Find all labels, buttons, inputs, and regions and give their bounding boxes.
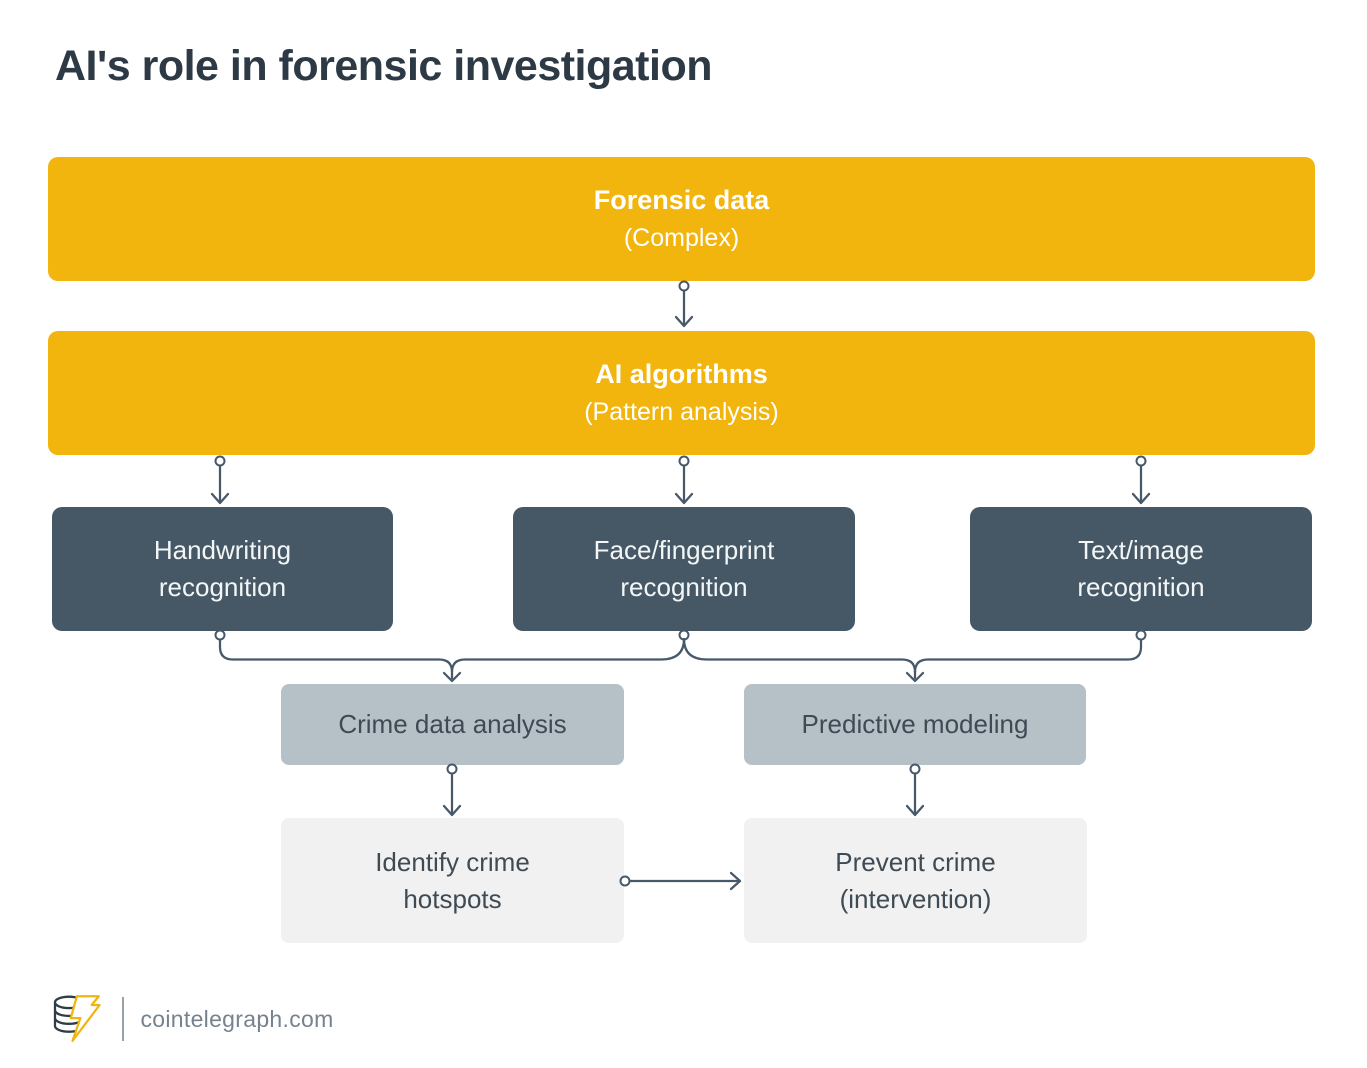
node-identify-crime-hotspots: Identify crime hotspots [281, 818, 624, 943]
footer: cointelegraph.com [48, 988, 334, 1050]
node-ai-algorithms-subtitle: (Pattern analysis) [584, 398, 779, 426]
node-prevent-crime-label: Prevent crime (intervention) [835, 846, 996, 914]
node-predictive-modeling: Predictive modeling [744, 684, 1086, 765]
page-title: AI's role in forensic investigation [55, 42, 712, 90]
node-crime-data-analysis-label: Crime data analysis [338, 709, 567, 739]
footer-site-label: cointelegraph.com [140, 1005, 334, 1032]
connector-forensic-to-ai-arrow [674, 280, 694, 328]
node-handwriting-recognition: Handwriting recognition [52, 507, 393, 631]
node-forensic-data-subtitle: (Complex) [623, 224, 740, 252]
node-prevent-crime: Prevent crime (intervention) [744, 818, 1087, 943]
cointelegraph-logo-icon [53, 995, 101, 1043]
connector-ai-to-text-image-arrow [1131, 455, 1151, 505]
node-face-fingerprint-recognition-label: Face/fingerprint recognition [593, 535, 775, 602]
node-ai-algorithms: AI algorithms (Pattern analysis) [48, 331, 1315, 455]
lightning-bolt-icon [69, 995, 101, 1043]
connector-ai-to-handwriting-arrow [210, 455, 230, 505]
connector-hotspots-to-prevent-arrow [619, 871, 742, 891]
connector-merge-to-predictive-modeling [678, 629, 1147, 683]
node-forensic-data-title: Forensic data [593, 185, 770, 215]
node-ai-algorithms-title: AI algorithms [595, 359, 768, 389]
node-crime-data-analysis: Crime data analysis [281, 684, 624, 765]
node-predictive-modeling-label: Predictive modeling [801, 709, 1029, 739]
connector-ai-to-face-fingerprint-arrow [674, 455, 694, 505]
connector-analysis-to-hotspots-arrow [442, 763, 462, 817]
node-identify-crime-hotspots-label: Identify crime hotspots [375, 846, 530, 914]
node-face-fingerprint-recognition: Face/fingerprint recognition [513, 507, 855, 631]
connector-modeling-to-prevent-arrow [905, 763, 925, 817]
connector-merge-to-crime-data-analysis [214, 629, 686, 683]
node-handwriting-recognition-label: Handwriting recognition [153, 535, 292, 602]
node-text-image-recognition-label: Text/image recognition [1077, 535, 1205, 602]
node-text-image-recognition: Text/image recognition [970, 507, 1312, 631]
footer-divider [122, 997, 124, 1041]
node-forensic-data: Forensic data (Complex) [48, 157, 1315, 281]
